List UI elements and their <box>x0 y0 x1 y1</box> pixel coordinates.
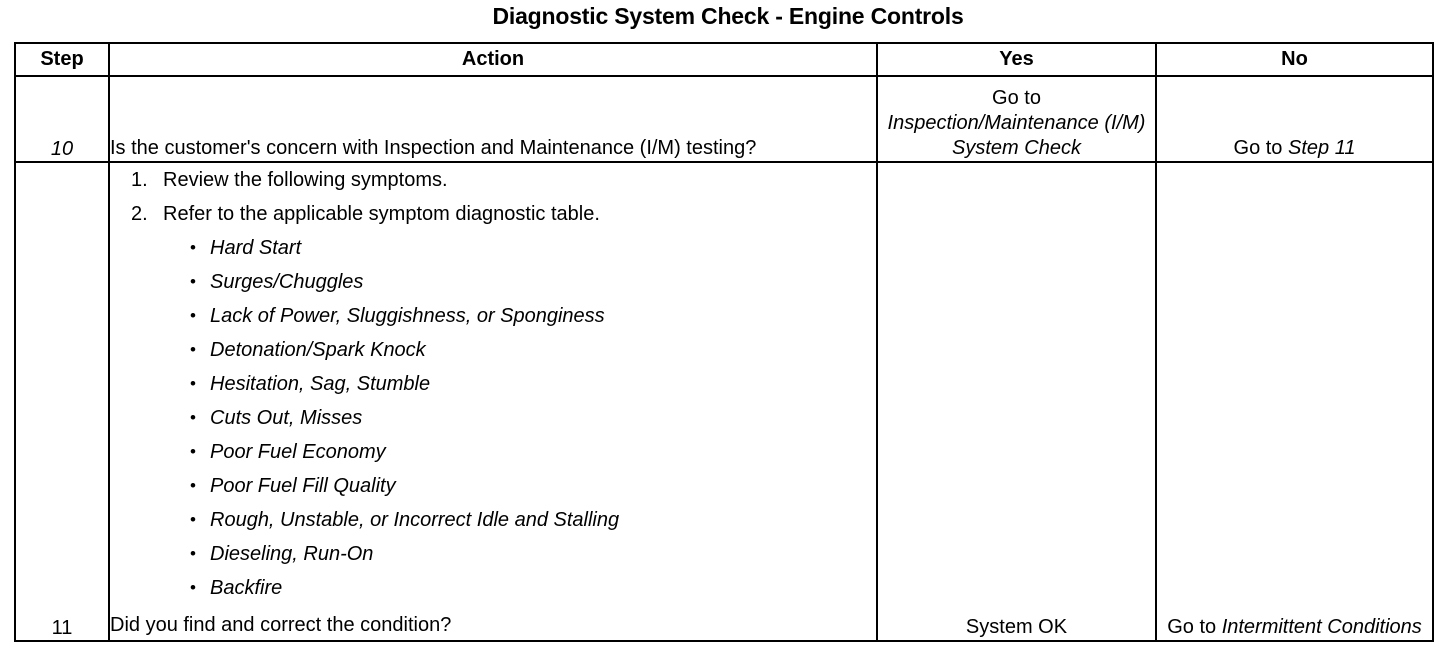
list-item: • Hesitation, Sag, Stumble <box>110 367 876 401</box>
yes-answer: System OK <box>876 161 1157 642</box>
list-item-label: Review the following symptoms. <box>163 169 448 191</box>
bullet-icon: • <box>190 272 196 291</box>
list-item-label: Backfire <box>210 577 283 599</box>
list-item: • Rough, Unstable, or Incorrect Idle and … <box>110 503 876 537</box>
no-answer-reference: Step 11 <box>1288 137 1356 159</box>
bullet-icon: • <box>190 306 196 325</box>
yes-answer-prefix: Go to <box>992 87 1041 109</box>
list-item-label: Rough, Unstable, or Incorrect Idle and S… <box>210 509 620 531</box>
yes-answer: Go to Inspection/Maintenance (I/M) Syste… <box>876 75 1157 163</box>
list-item: • Lack of Power, Sluggishness, or Spongin… <box>110 299 876 333</box>
list-item: • Poor Fuel Economy <box>110 435 876 469</box>
list-item: 2. Refer to the applicable symptom diagn… <box>110 197 876 231</box>
bullet-icon: • <box>190 408 196 427</box>
list-item: • Surges/Chuggles <box>110 265 876 299</box>
symptom-list: • Hard Start • Surges/Chuggles • Lack of Po… <box>110 231 876 605</box>
no-answer: Go to Step 11 <box>1155 75 1434 163</box>
no-answer: Go to Intermittent Conditions <box>1155 161 1434 642</box>
list-item-label: Dieseling, Run-On <box>210 543 374 565</box>
list-item: • Cuts Out, Misses <box>110 401 876 435</box>
bullet-icon: • <box>190 374 196 393</box>
diagnostic-table: Step Action Yes No 10 Is the customer's … <box>14 42 1434 642</box>
list-item-label: Surges/Chuggles <box>210 271 364 293</box>
yes-answer-reference: Inspection/Maintenance (I/M) System Chec… <box>887 112 1146 159</box>
table-row: 10 Is the customer's concern with Inspec… <box>14 75 1434 163</box>
bullet-icon: • <box>190 578 196 597</box>
bullet-icon: • <box>190 476 196 495</box>
numbered-instruction-list: 1. Review the following symptoms. 2. Ref… <box>110 163 876 231</box>
bullet-icon: • <box>190 544 196 563</box>
bullet-icon: • <box>190 340 196 359</box>
step-action: Is the customer's concern with Inspectio… <box>108 75 878 163</box>
step-number: 10 <box>14 75 110 163</box>
list-item-label: Hard Start <box>210 237 302 259</box>
step-action: 1. Review the following symptoms. 2. Ref… <box>108 161 878 642</box>
list-item-number: 1. <box>131 169 148 191</box>
list-item-number: 2. <box>131 203 148 225</box>
table-header-row: Step Action Yes No <box>14 42 1434 77</box>
list-item: 1. Review the following symptoms. <box>110 163 876 197</box>
list-item-label: Poor Fuel Fill Quality <box>210 475 396 497</box>
list-item-label: Poor Fuel Economy <box>210 441 386 463</box>
no-answer-prefix: Go to <box>1233 137 1283 159</box>
bullet-icon: • <box>190 510 196 529</box>
column-header-yes: Yes <box>876 42 1157 77</box>
column-header-action: Action <box>108 42 878 77</box>
no-answer-prefix: Go to <box>1167 616 1217 638</box>
list-item-label: Lack of Power, Sluggishness, or Spongine… <box>210 305 605 327</box>
list-item: • Hard Start <box>110 231 876 265</box>
list-item-label: Hesitation, Sag, Stumble <box>210 373 431 395</box>
closing-question: Did you find and correct the condition? <box>110 614 452 636</box>
list-item-label: Detonation/Spark Knock <box>210 339 426 361</box>
list-item: • Detonation/Spark Knock <box>110 333 876 367</box>
bullet-icon: • <box>190 442 196 461</box>
step-number: 11 <box>14 161 110 642</box>
column-header-step: Step <box>14 42 110 77</box>
bullet-icon: • <box>190 238 196 257</box>
list-item: • Dieseling, Run-On <box>110 537 876 571</box>
list-item: • Backfire <box>110 571 876 605</box>
list-item-label: Cuts Out, Misses <box>210 407 363 429</box>
no-answer-reference: Intermittent Conditions <box>1221 616 1422 638</box>
column-header-no: No <box>1155 42 1434 77</box>
page-title: Diagnostic System Check - Engine Control… <box>492 3 964 29</box>
list-item-label: Refer to the applicable symptom diagnost… <box>163 203 600 225</box>
list-item: • Poor Fuel Fill Quality <box>110 469 876 503</box>
table-row: 11 1. Review the following symptoms. 2. … <box>14 161 1434 642</box>
